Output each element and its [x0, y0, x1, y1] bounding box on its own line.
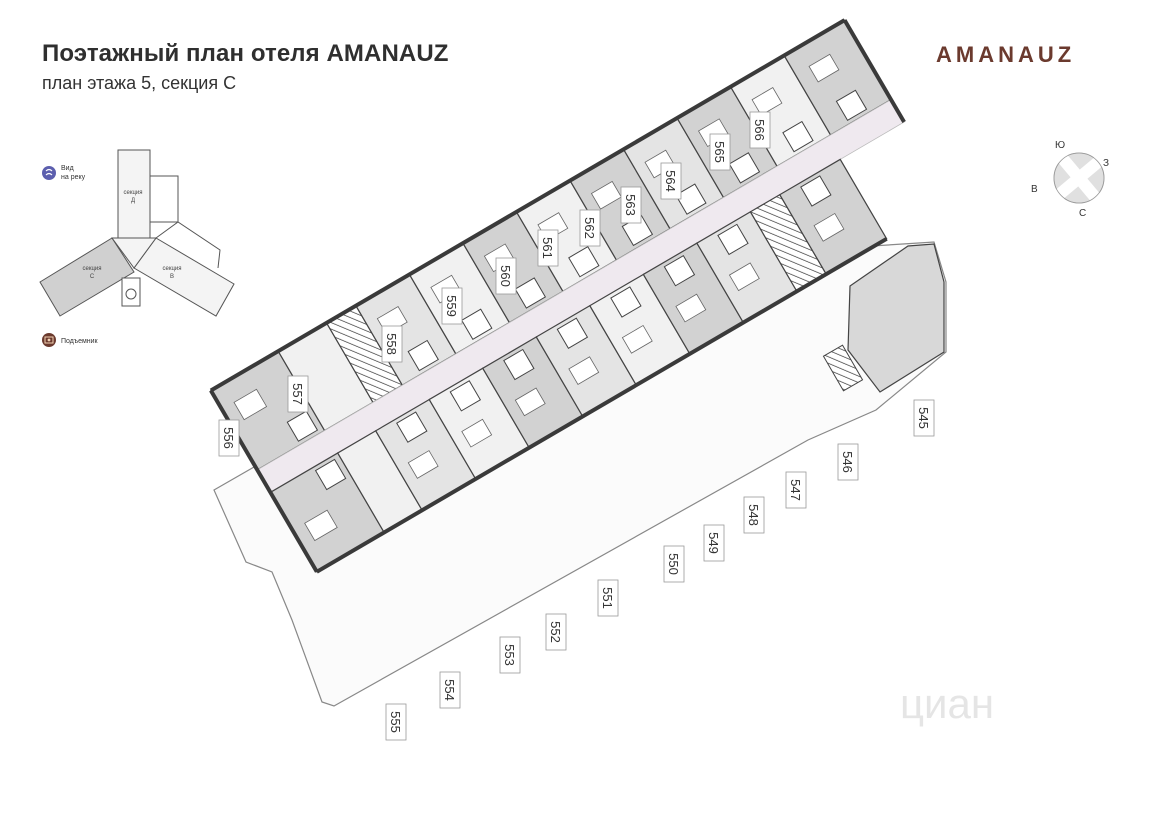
unit-label: 547 — [788, 479, 803, 501]
unit-label: 549 — [706, 532, 721, 554]
unit-label: 565 — [712, 141, 727, 163]
river-view-label-2: на реку — [61, 174, 86, 181]
unit-label: 553 — [502, 644, 517, 666]
watermark: циан — [900, 680, 994, 727]
legend-lift: Подъемник — [42, 333, 99, 347]
section-b-label: секция — [163, 266, 182, 272]
building-key-plan: секция Д секция С секция В — [39, 149, 235, 317]
unit-label: 559 — [444, 295, 459, 317]
section-d-label: секция — [124, 190, 143, 196]
unit-label: 548 — [746, 504, 761, 526]
page-title: Поэтажный план отеля AMANAUZ — [42, 40, 449, 67]
unit-label: 560 — [498, 265, 513, 287]
unit-label: 556 — [221, 427, 236, 449]
unit-label: 562 — [582, 217, 597, 239]
bathroom-pods — [286, 89, 868, 491]
section-b-letter: В — [170, 274, 174, 280]
unit-label: 564 — [663, 170, 678, 192]
unit-label: 557 — [290, 383, 305, 405]
page-subtitle: план этажа 5, секция С — [42, 73, 237, 93]
unit-label: 561 — [540, 237, 555, 259]
unit-label: 551 — [600, 587, 615, 609]
river-view-label-1: Вид — [61, 165, 74, 172]
section-c-letter: С — [90, 274, 95, 280]
east-stairs — [822, 344, 864, 392]
unit-label: 546 — [840, 451, 855, 473]
legend-river-view: Вид на реку — [42, 165, 86, 181]
compass-east: З — [1103, 158, 1109, 169]
compass-south: С — [1079, 208, 1086, 219]
unit-label: 552 — [548, 621, 563, 643]
brand-logo: AMANAUZ — [936, 42, 1076, 67]
unit-label: 555 — [388, 711, 403, 733]
unit-label: 566 — [752, 119, 767, 141]
section-c-label: секция — [83, 266, 102, 272]
section-d-letter: Д — [131, 198, 135, 204]
unit-label: 554 — [442, 679, 457, 701]
compass: Ю З В С — [1031, 140, 1109, 219]
unit-labels-bottom: 555 554 553 552 551 550 549 548 547 546 … — [385, 399, 935, 741]
lift-label: Подъемник — [61, 338, 99, 345]
unit-label: 550 — [666, 553, 681, 575]
unit-labels-top: 556 557 558 559 560 561 562 563 564 565 … — [218, 111, 771, 457]
unit-label: 563 — [623, 194, 638, 216]
unit-label: 545 — [916, 407, 931, 429]
section-c-wing — [39, 237, 135, 317]
compass-west: В — [1031, 184, 1038, 195]
key-plan-lift — [125, 288, 137, 300]
unit-label: 558 — [384, 333, 399, 355]
east-wing-block — [847, 243, 945, 393]
floor-plan — [209, 18, 947, 707]
compass-north: Ю — [1055, 140, 1065, 151]
